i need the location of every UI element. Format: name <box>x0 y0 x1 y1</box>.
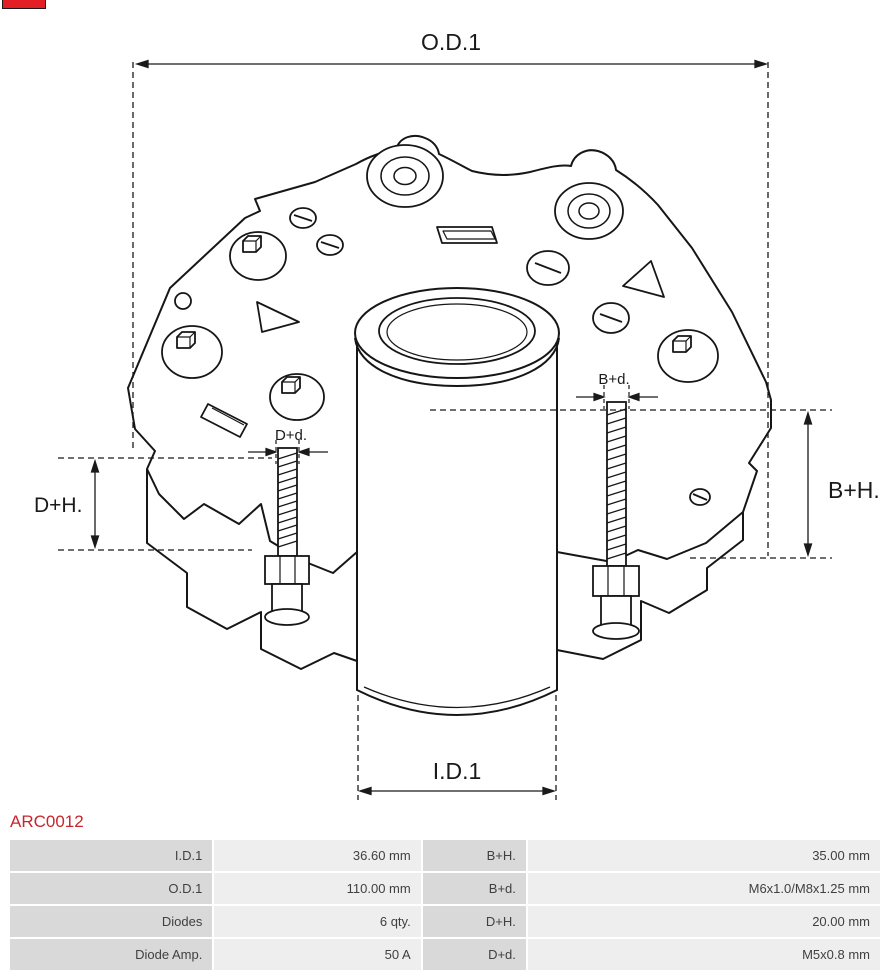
face-details <box>161 144 719 506</box>
triangle-mark <box>622 260 665 298</box>
arrowhead <box>265 447 278 457</box>
dimension-od1: O.D.1 <box>132 29 769 556</box>
dimension-bh: B+H. <box>430 409 880 559</box>
bd-label: B+d. <box>598 371 629 388</box>
screw-head <box>592 302 630 334</box>
spec-label: D+H. <box>422 906 526 937</box>
skirt-right-edge <box>556 512 744 660</box>
spec-value: M6x1.0/M8x1.25 mm <box>527 873 880 904</box>
screw-head <box>689 488 711 506</box>
spec-label: B+H. <box>422 840 526 871</box>
dimension-dd: D+d. <box>248 427 328 464</box>
arrowhead <box>803 410 813 425</box>
diode-stud <box>281 376 301 394</box>
screw-head <box>526 250 570 286</box>
bore-hole <box>378 297 536 365</box>
arrowhead <box>542 786 557 796</box>
spec-row: O.D.1 110.00 mm B+d. M6x1.0/M8x1.25 mm <box>10 873 880 904</box>
diode-stud <box>242 235 262 253</box>
technical-drawing: O.D.1 I.D.1 D+H. B+H. <box>34 29 880 800</box>
skirt-left-edge <box>146 469 358 670</box>
terminal-boss-2 <box>554 182 624 240</box>
dimension-bd: B+d. <box>576 371 658 409</box>
bh-label: B+H. <box>828 477 880 503</box>
spec-row: Diodes 6 qty. D+H. 20.00 mm <box>10 906 880 937</box>
dd-label: D+d. <box>275 427 307 444</box>
arrowhead <box>627 392 640 402</box>
bore-bottom-inner-arc <box>363 686 551 709</box>
left-bolt-threads <box>277 452 298 548</box>
diode-stud <box>672 335 692 353</box>
spec-value: 50 A <box>214 939 421 970</box>
arrowhead <box>357 786 372 796</box>
dimension-dh: D+H. <box>34 457 272 551</box>
spec-label: Diodes <box>10 906 213 937</box>
screw-head <box>289 207 317 229</box>
dh-label: D+H. <box>34 494 82 517</box>
spec-value: 35.00 mm <box>527 840 880 871</box>
spec-value: 20.00 mm <box>527 906 880 937</box>
bore-hole-inner-ring <box>386 303 528 361</box>
spec-value: 110.00 mm <box>214 873 421 904</box>
right-bolt <box>592 401 640 640</box>
spec-table: I.D.1 36.60 mm B+H. 35.00 mm O.D.1 110.0… <box>8 838 882 972</box>
arrowhead <box>297 447 310 457</box>
part-number: ARC0012 <box>10 812 84 831</box>
screw-head <box>316 234 344 256</box>
spec-value: 6 qty. <box>214 906 421 937</box>
spec-label: D+d. <box>422 939 526 970</box>
spec-label: I.D.1 <box>10 840 213 871</box>
left-bolt <box>264 447 310 626</box>
small-hole <box>174 292 192 310</box>
left-bolt-hex <box>264 555 310 585</box>
spec-value: M5x0.8 mm <box>527 939 880 970</box>
rect-slot <box>436 226 498 244</box>
right-bolt-flange <box>592 622 640 640</box>
as-logo-fragment <box>2 0 46 9</box>
arrowhead <box>90 458 100 473</box>
arrowhead <box>134 59 149 69</box>
terminal-boss-1 <box>366 144 444 208</box>
spec-label: Diode Amp. <box>10 939 213 970</box>
spec-row: I.D.1 36.60 mm B+H. 35.00 mm <box>10 840 880 871</box>
arrowhead <box>90 535 100 550</box>
center-bore <box>354 287 560 716</box>
triangle-mark <box>256 301 300 333</box>
spec-value: 36.60 mm <box>214 840 421 871</box>
id1-label: I.D.1 <box>433 758 482 784</box>
spec-label: B+d. <box>422 873 526 904</box>
diode-stud <box>176 331 196 349</box>
spec-row: Diode Amp. 50 A D+d. M5x0.8 mm <box>10 939 880 970</box>
right-bolt-hex <box>592 565 640 597</box>
bore-cylinder <box>356 344 558 716</box>
spec-label: O.D.1 <box>10 873 213 904</box>
right-bolt-threads <box>606 408 627 560</box>
dimension-id1: I.D.1 <box>357 695 557 800</box>
left-bolt-flange <box>264 608 310 626</box>
slot-bar <box>200 403 248 438</box>
arrowhead <box>754 59 769 69</box>
od1-label: O.D.1 <box>421 29 481 55</box>
arrowhead <box>593 392 606 402</box>
bore-collar-lip <box>354 337 560 388</box>
arrowhead <box>803 543 813 558</box>
